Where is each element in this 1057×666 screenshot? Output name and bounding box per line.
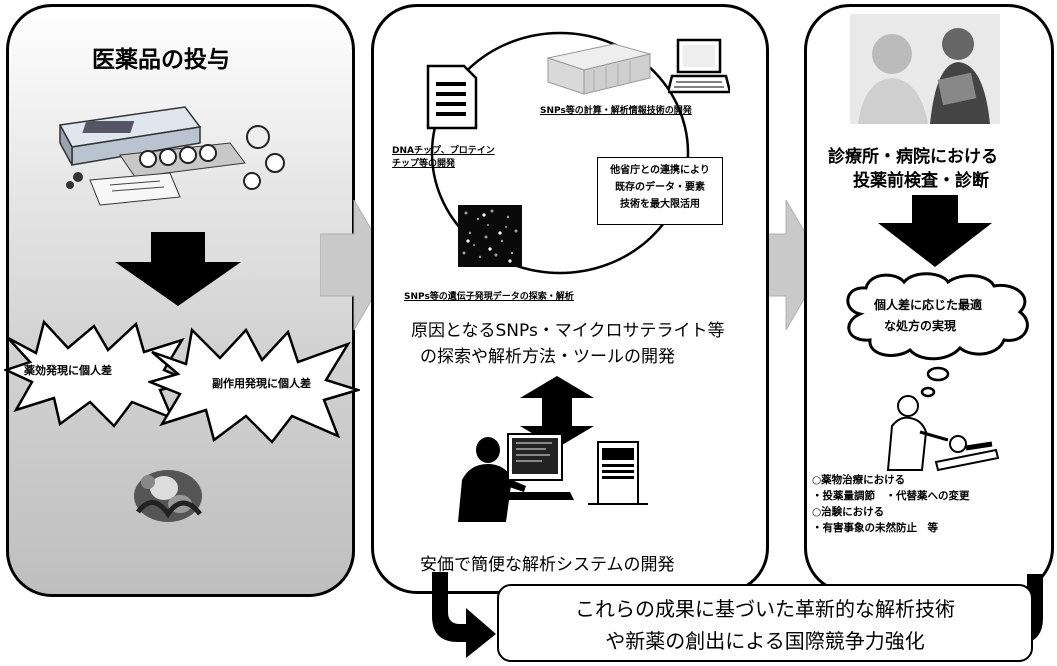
right-notes: ○薬物治療における ・投薬量調節 ・代替薬への変更 ○治験における ・有害事象の… <box>812 472 970 536</box>
thought-text-2: な処方の実現 <box>884 319 957 333</box>
collab-text-3: 技術を最大限活用 <box>620 199 700 210</box>
analysis-workstation-icon <box>458 433 648 522</box>
down-arrow-icon <box>115 232 241 306</box>
server-rack-icon <box>546 43 652 95</box>
thought-text-1: 個人差に応じた最適 <box>874 298 983 312</box>
collab-text-1: 他省庁との連携により <box>610 165 710 176</box>
label-dna-chip-1: DNAチップ、プロテイン <box>392 146 495 156</box>
label-dna-chip-2: チップ等の開発 <box>392 159 456 169</box>
burst-text-side-effect: 副作用発現に個人差 <box>212 377 311 390</box>
curved-arrow-left-icon <box>432 572 496 658</box>
result-line-2: や新薬の創出による国際競争力強化 <box>605 629 925 653</box>
result-box <box>497 584 1033 662</box>
collab-text-2: 既存のデータ・要素 <box>615 182 705 193</box>
left-title: 医薬品の投与 <box>92 47 230 73</box>
expression-data-image <box>458 205 522 267</box>
medicine-illustration <box>58 106 285 206</box>
label-computation: SNPs等の計算・解析情報技術の開発 <box>540 106 692 116</box>
burst-shape-efficacy <box>4 319 194 428</box>
dna-chip-icon <box>426 64 478 130</box>
doctor-consultation-image <box>850 14 1000 124</box>
thought-bubble <box>846 272 1029 398</box>
note-line-1: ○薬物治療における <box>812 474 906 486</box>
distressed-person-icon <box>134 470 202 522</box>
main-goal-line-2: の探索や解析方法・ツールの開発 <box>420 347 675 367</box>
right-title-line-2: 投薬前検査・診断 <box>853 171 989 191</box>
burst-shape-side-effect <box>148 327 360 444</box>
research-cycle-circle <box>430 31 690 275</box>
result-line-1: これらの成果に基づいた革新的な解析技術 <box>575 597 955 621</box>
collaboration-box: 他省庁との連携により 既存のデータ・要素 技術を最大限活用 <box>597 157 723 225</box>
right-title-line-1: 診療所・病院における <box>828 147 998 167</box>
label-snps-search: SNPs等の遺伝子発現データの探索・解析 <box>404 292 574 302</box>
note-line-3: ○治験における <box>812 506 885 518</box>
note-line-4: ・有害事象の未然防止 等 <box>812 522 938 534</box>
bottom-title: 安価で簡便な解析システムの開発 <box>420 555 675 575</box>
main-goal-line-1: 原因となるSNPs・マイクロサテライト等 <box>411 321 725 341</box>
laptop-icon <box>668 38 730 94</box>
doctor-patient-icon <box>886 395 1000 472</box>
note-line-2: ・投薬量調節 ・代替薬への変更 <box>812 490 970 502</box>
double-headed-arrow-icon <box>520 376 594 448</box>
down-arrow-right-icon <box>878 195 992 267</box>
burst-text-efficacy: 薬効発現に個人差 <box>24 364 112 377</box>
